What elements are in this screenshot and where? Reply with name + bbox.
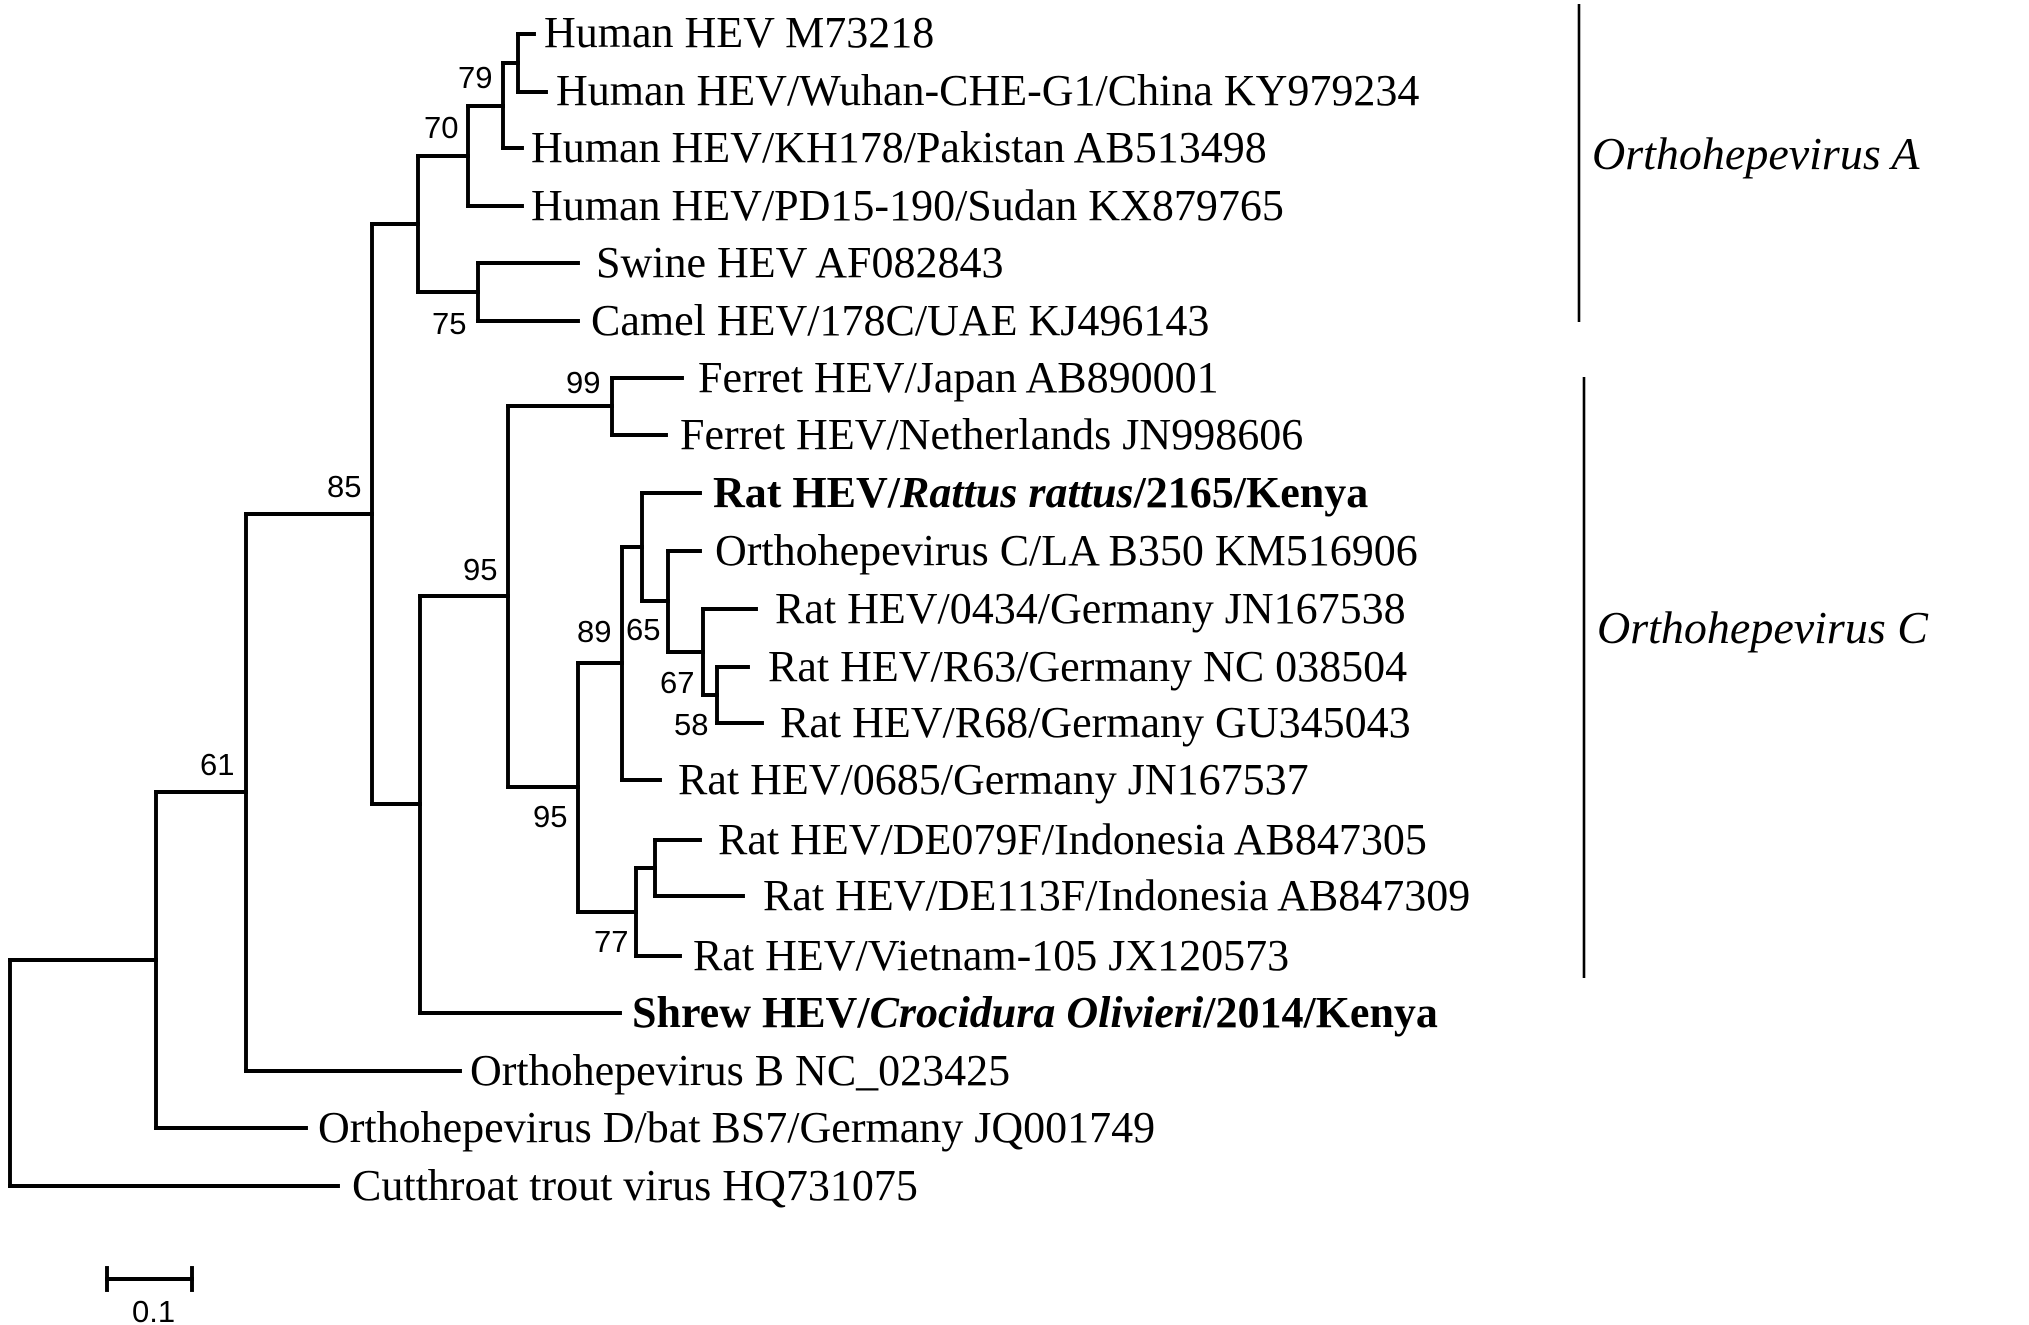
taxon-label: Orthohepevirus D/bat BS7/Germany JQ00174… xyxy=(318,1103,1155,1152)
taxon-label: Ferret HEV/Netherlands JN998606 xyxy=(680,410,1303,459)
taxon-label: Orthohepevirus B NC_023425 xyxy=(470,1046,1010,1095)
clade-annotations: Orthohepevirus A Orthohepevirus C xyxy=(1577,4,1929,978)
bootstrap-value: 75 xyxy=(432,306,466,341)
taxon-label: Orthohepevirus C/LA B350 KM516906 xyxy=(715,526,1418,575)
bootstrap-value: 58 xyxy=(674,707,708,742)
bootstrap-value: 77 xyxy=(594,924,628,959)
taxon-label: Ferret HEV/Japan AB890001 xyxy=(698,353,1219,402)
bootstrap-values: 79 70 75 99 85 95 89 65 67 58 95 77 61 xyxy=(200,60,708,959)
taxon-label-highlighted: Shrew HEV/Crocidura Olivieri/2014/Kenya xyxy=(632,988,1438,1037)
bootstrap-value: 79 xyxy=(458,60,492,95)
taxon-label-part: Rat HEV/ xyxy=(713,468,901,517)
bootstrap-value: 85 xyxy=(327,469,361,504)
bootstrap-value: 89 xyxy=(577,614,611,649)
bootstrap-value: 65 xyxy=(626,612,660,647)
bootstrap-value: 70 xyxy=(424,110,458,145)
taxon-label: Rat HEV/DE079F/Indonesia AB847305 xyxy=(718,815,1427,864)
tree-branches xyxy=(8,32,764,1188)
taxon-label: Human HEV/Wuhan-CHE-G1/China KY979234 xyxy=(556,66,1419,115)
taxon-label-species: Crocidura Olivieri xyxy=(870,988,1204,1037)
bootstrap-value: 95 xyxy=(533,799,567,834)
scale-bar: 0.1 xyxy=(105,1266,194,1325)
taxon-label: Human HEV M73218 xyxy=(544,8,934,57)
taxon-label-highlighted: Rat HEV/Rattus rattus/2165/Kenya xyxy=(713,468,1368,517)
taxon-label: Human HEV/KH178/Pakistan AB513498 xyxy=(531,123,1267,172)
taxon-label-part: /2014/Kenya xyxy=(1202,988,1438,1037)
taxon-label: Human HEV/PD15-190/Sudan KX879765 xyxy=(531,181,1284,230)
taxon-label-species: Rattus rattus xyxy=(899,468,1134,517)
bootstrap-value: 61 xyxy=(200,747,234,782)
bootstrap-value: 99 xyxy=(566,365,600,400)
taxon-label: Cutthroat trout virus HQ731075 xyxy=(352,1161,918,1210)
taxon-label-part: /2165/Kenya xyxy=(1133,468,1369,517)
clade-label-orthohepevirus-c: Orthohepevirus C xyxy=(1597,602,1929,653)
bootstrap-value: 95 xyxy=(463,552,497,587)
taxon-label: Swine HEV AF082843 xyxy=(596,238,1003,287)
scale-bar-label: 0.1 xyxy=(132,1294,175,1325)
taxon-label: Rat HEV/R68/Germany GU345043 xyxy=(780,698,1411,747)
taxon-label: Rat HEV/Vietnam-105 JX120573 xyxy=(693,931,1289,980)
taxon-labels: Human HEV M73218 Human HEV/Wuhan-CHE-G1/… xyxy=(318,8,1470,1210)
taxon-label: Camel HEV/178C/UAE KJ496143 xyxy=(591,296,1209,345)
bootstrap-value: 67 xyxy=(660,665,694,700)
taxon-label: Rat HEV/0685/Germany JN167537 xyxy=(678,755,1309,804)
taxon-label-part: Shrew HEV/ xyxy=(632,988,870,1037)
clade-label-orthohepevirus-a: Orthohepevirus A xyxy=(1592,128,1920,179)
taxon-label: Rat HEV/R63/Germany NC 038504 xyxy=(768,642,1407,691)
taxon-label: Rat HEV/DE113F/Indonesia AB847309 xyxy=(763,871,1470,920)
taxon-label: Rat HEV/0434/Germany JN167538 xyxy=(775,584,1406,633)
